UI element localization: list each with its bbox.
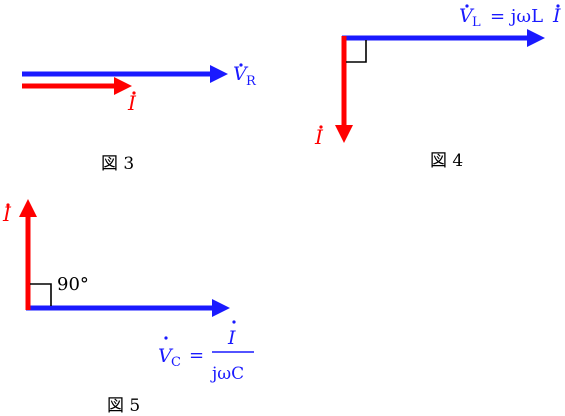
voltage-subscript-r: R <box>246 74 257 89</box>
voltage-subscript-c: C <box>171 355 181 370</box>
voltage-arrowhead-l <box>527 29 545 47</box>
right-angle-marker-c <box>30 283 52 306</box>
current-label-r: I <box>127 91 137 115</box>
voltage-dot-c <box>164 336 168 340</box>
voltage-dot-l <box>465 4 469 8</box>
current-symbol-c: I <box>2 202 12 226</box>
voltage-trailing-current-l: I <box>552 5 561 27</box>
voltage-equals-c: = <box>189 345 204 366</box>
voltage-label-c: V C = I jωC <box>158 320 254 384</box>
current-symbol-l: I <box>314 125 324 149</box>
voltage-trailing-dot-l <box>556 4 560 8</box>
current-label-c: I <box>2 202 12 226</box>
voltage-arrowhead-r <box>210 65 228 83</box>
figure-4: V L = jωL I I 図 4 <box>314 4 561 171</box>
current-dot-r <box>132 91 136 95</box>
voltage-arrowhead-c <box>212 299 230 317</box>
current-arrowhead-c <box>19 199 37 217</box>
right-angle-marker-l <box>346 40 367 63</box>
caption-figure-5: 図 5 <box>107 396 140 416</box>
current-dot-c <box>6 203 10 207</box>
current-label-l: I <box>314 125 324 149</box>
caption-figure-3: 図 3 <box>101 154 134 174</box>
figure-3: V R I 図 3 <box>22 63 257 174</box>
current-arrowhead-r <box>114 77 132 95</box>
current-dot-l <box>319 125 323 129</box>
voltage-label-r: V R <box>233 63 257 89</box>
voltage-subscript-l: L <box>472 15 481 30</box>
numerator-dot-c <box>232 320 236 324</box>
voltage-symbol-c: V <box>158 345 174 367</box>
voltage-symbol-l: V <box>459 5 475 27</box>
voltage-dot-r <box>239 63 243 67</box>
figure-5: 90° I V C = I jωC 図 5 <box>2 199 254 416</box>
angle-label-c: 90° <box>57 274 89 295</box>
fraction-denominator-c: jωC <box>210 364 244 384</box>
current-arrowhead-l <box>335 125 353 143</box>
voltage-label-l: V L = jωL I <box>459 4 561 30</box>
voltage-expression-l: = jωL <box>490 6 543 27</box>
caption-figure-4: 図 4 <box>430 151 463 171</box>
voltage-symbol-r: V <box>233 63 249 85</box>
current-symbol-r: I <box>127 91 137 115</box>
fraction-numerator-c: I <box>227 327 236 349</box>
